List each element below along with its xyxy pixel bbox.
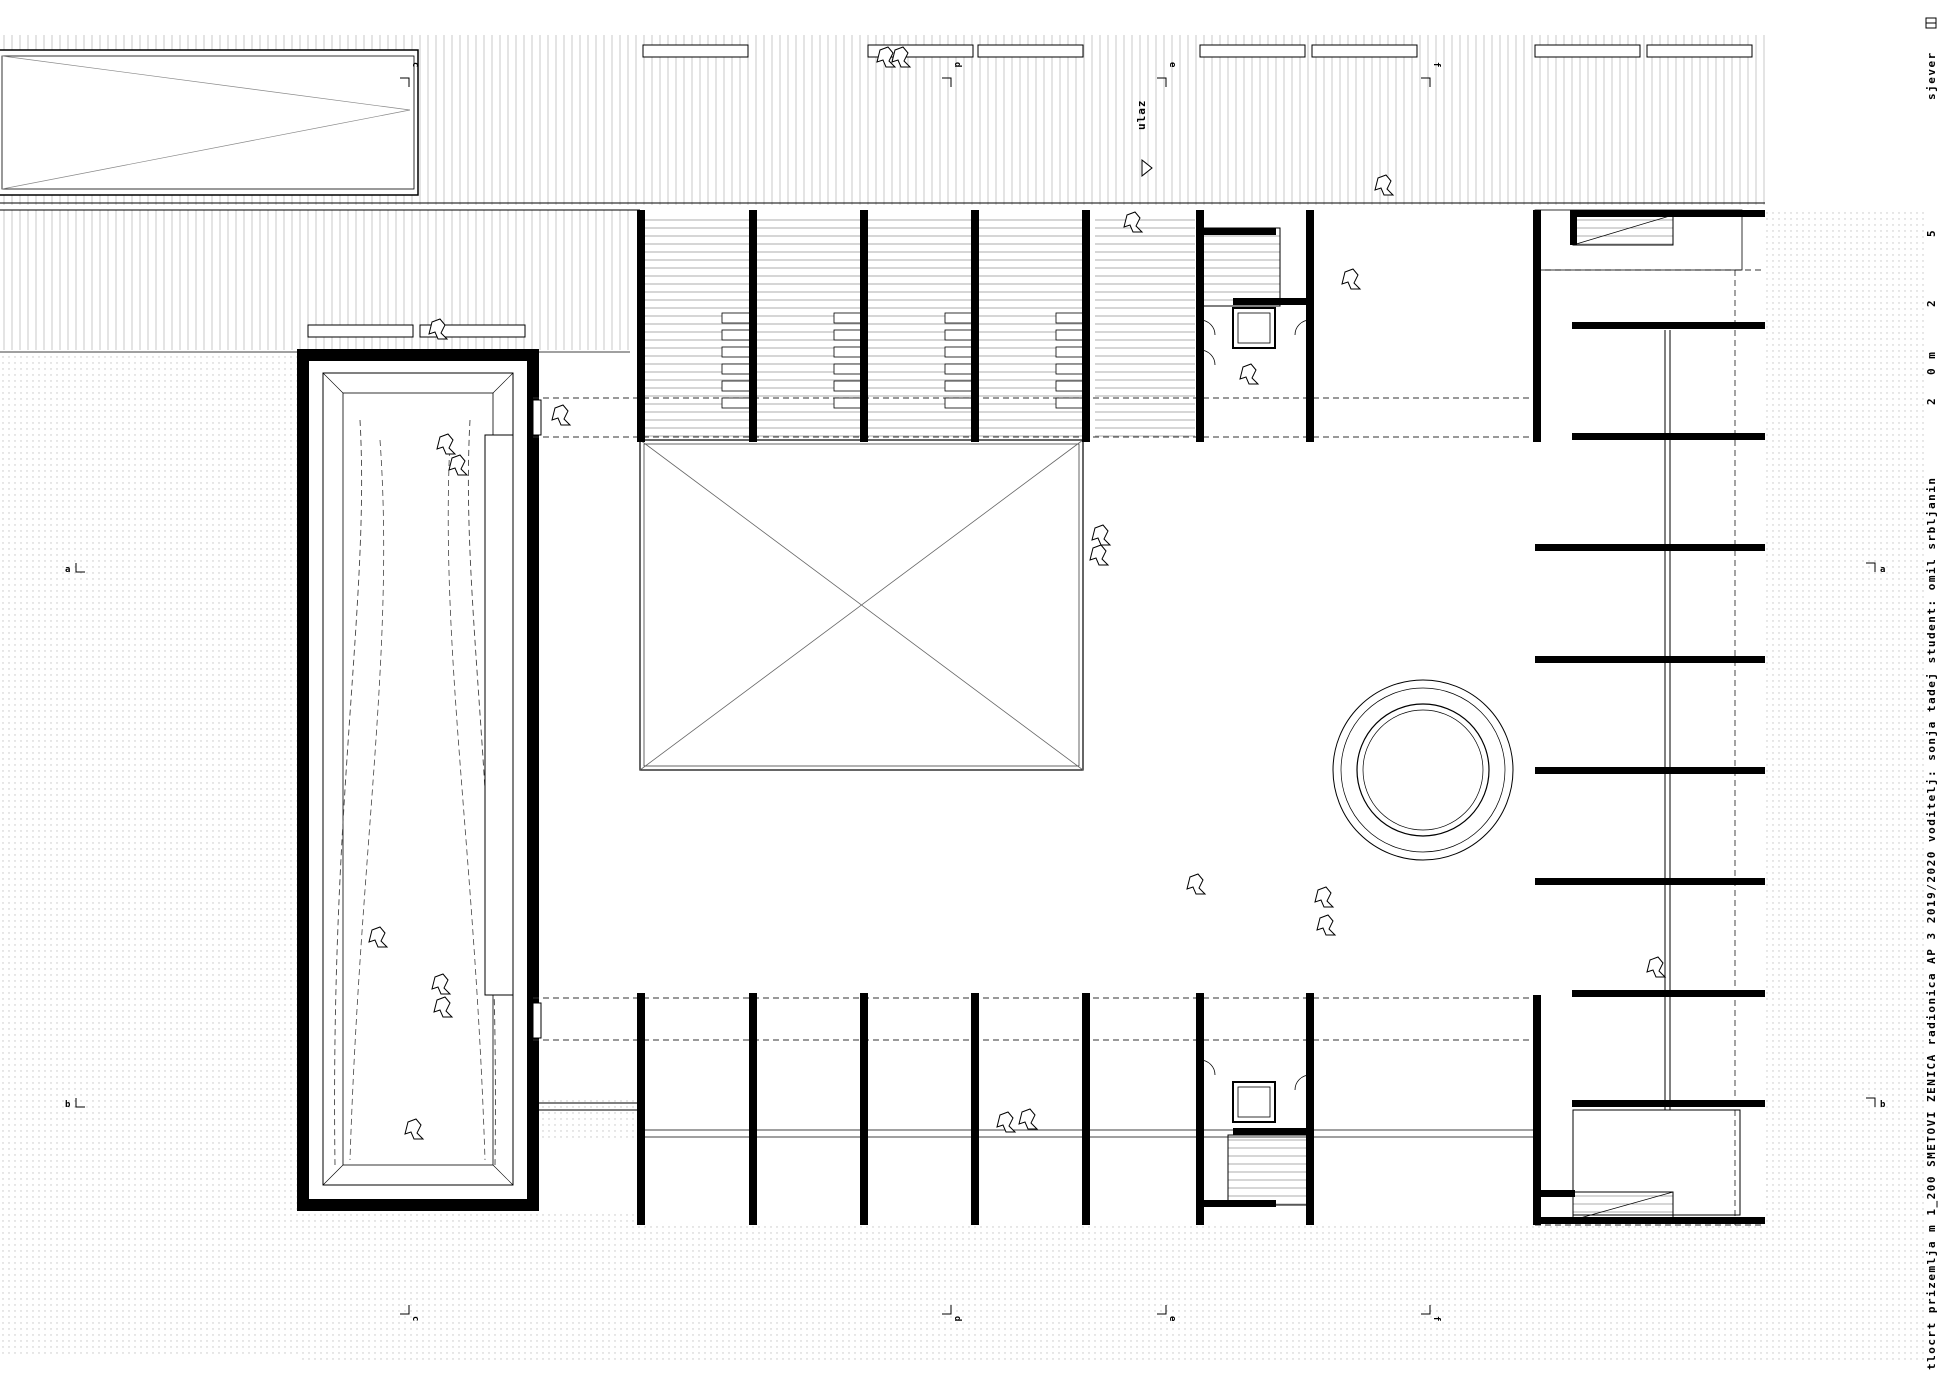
section-cut-icon: [942, 77, 952, 87]
structural-walls: [637, 210, 1765, 1225]
section-mark-e-top: e: [1167, 62, 1177, 68]
section-cut-icon: [400, 77, 410, 87]
person-figure-icon: [876, 46, 897, 68]
person-figures: [368, 46, 1667, 1140]
person-figure-icon: [1091, 524, 1112, 546]
person-figure-icon: [1089, 544, 1110, 566]
north-bleachers: [645, 215, 1195, 440]
entrance-marker: ulaz: [1135, 100, 1153, 178]
pool-basin: [297, 349, 542, 1211]
section-mark-f-top: f: [1431, 62, 1441, 67]
section-cut-icon: [1421, 1305, 1431, 1315]
title-block: tlocrt prizemlja m 1_200 SMETOVI ZENICA …: [1925, 477, 1938, 1370]
south-stair-core: [1199, 1059, 1311, 1206]
north-arrow: sjever: [1925, 17, 1938, 100]
section-cut-icon: [1866, 562, 1876, 572]
section-mark-b-right: b: [1880, 1100, 1886, 1110]
section-mark-a-left: a: [65, 565, 70, 575]
scale-label-0m: 0 m: [1925, 351, 1938, 375]
section-mark-c-top: c: [410, 62, 420, 67]
person-figure-icon: [996, 1111, 1017, 1133]
person-figure-icon: [1341, 268, 1362, 290]
person-figure-icon: [448, 454, 469, 476]
person-figure-icon: [1018, 1108, 1039, 1130]
section-mark-e-bottom: e: [1167, 1316, 1177, 1322]
person-figure-icon: [436, 433, 457, 455]
section-mark-b-left: b: [65, 1100, 71, 1110]
round-skylight: [1332, 679, 1514, 861]
person-figure-icon: [404, 1118, 425, 1140]
person-figure-icon: [1316, 914, 1337, 936]
section-labels: a b a b c d e f c d e f: [65, 62, 1886, 1322]
entrance-label: ulaz: [1135, 100, 1148, 131]
scale-label-2b: 2: [1925, 397, 1938, 405]
section-cut-icon: [1157, 1305, 1167, 1315]
north-ramp: [0, 49, 419, 196]
section-cut-icon: [942, 1305, 952, 1315]
site-ground: [0, 35, 1925, 1360]
person-figure-icon: [368, 926, 389, 948]
person-figure-icon: [1123, 211, 1144, 233]
person-figure-icon: [891, 46, 912, 68]
scale-label-2: 2: [1925, 299, 1938, 307]
section-cut-icon: [1421, 77, 1431, 87]
section-mark-d-top: d: [952, 62, 962, 67]
person-figure-icon: [1314, 886, 1335, 908]
section-cut-icon: [75, 563, 85, 573]
benches: [307, 44, 1753, 338]
section-mark-d-bottom: d: [952, 1316, 962, 1321]
section-mark-c-bottom: c: [410, 1316, 420, 1321]
north-stair-core: [1199, 227, 1311, 366]
person-figure-icon: [1374, 174, 1395, 196]
person-figure-icon: [1186, 873, 1207, 895]
person-figure-icon: [551, 404, 572, 426]
section-cut-icon: [75, 1098, 85, 1108]
section-markers: [75, 77, 1876, 1315]
person-figure-icon: [431, 973, 452, 995]
section-mark-f-bottom: f: [1431, 1316, 1441, 1321]
east-stairs: [1534, 209, 1743, 1221]
section-cut-icon: [1157, 77, 1167, 87]
person-figure-icon: [1239, 363, 1260, 385]
drawing-title: tlocrt prizemlja m 1_200 SMETOVI ZENICA …: [1925, 477, 1938, 1370]
central-void: [639, 439, 1084, 771]
scale-label-5: 5: [1925, 229, 1938, 237]
person-figure-icon: [433, 996, 454, 1018]
entrance-triangle-icon: [1141, 158, 1153, 178]
section-cut-icon: [400, 1305, 410, 1315]
north-label: sjever: [1925, 51, 1938, 100]
person-figure-icon: [428, 318, 449, 340]
section-cut-icon: [1866, 1097, 1876, 1107]
section-mark-a-right: a: [1880, 565, 1885, 575]
person-figure-icon: [1646, 956, 1667, 978]
scale-bar: 5 2 0 m 2: [1925, 229, 1938, 405]
